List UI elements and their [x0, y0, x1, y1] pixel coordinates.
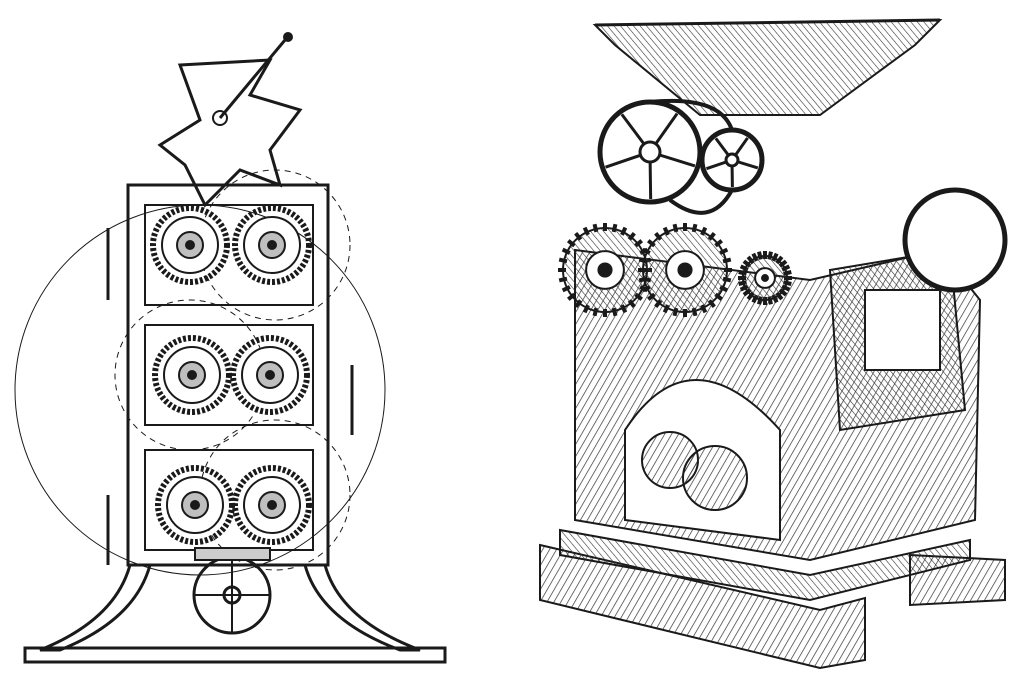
- roll-6: [232, 465, 312, 545]
- roll-2: [232, 205, 312, 285]
- wooden-skid-front: [539, 543, 866, 670]
- gear-train: [558, 223, 792, 317]
- lower-pulley-right: [682, 445, 748, 511]
- discharge-chute: [194, 547, 271, 561]
- base-platform: [559, 528, 971, 602]
- belt-pulley-2: [699, 127, 765, 193]
- roll-3: [152, 335, 232, 415]
- gear-3: [738, 251, 792, 305]
- belt-pulley-1: [597, 99, 703, 205]
- feed-hopper: [157, 58, 303, 208]
- middle-compartment: [144, 324, 314, 426]
- feed-roll-pivot: [212, 110, 228, 126]
- roller-mill-perspective-engraving: [520, 0, 1018, 675]
- section-svg: [14, 32, 447, 664]
- drive-belt: [649, 98, 734, 215]
- gear-2: [638, 223, 732, 317]
- inspection-window: [864, 289, 941, 371]
- base-left-leg: [39, 564, 152, 652]
- roll-5: [155, 465, 235, 545]
- belt-pulleys: [597, 98, 765, 215]
- perspective-svg: [539, 18, 1008, 670]
- roll-1: [150, 205, 230, 285]
- mill-frame: [126, 183, 330, 567]
- side-flywheel: [902, 187, 1008, 293]
- base-right-leg: [303, 564, 421, 652]
- gear-1: [558, 223, 652, 317]
- roller-mill-section-drawing: [0, 0, 460, 675]
- roll-4: [230, 335, 310, 415]
- upper-compartment: [144, 204, 314, 306]
- lever-knob: [283, 32, 293, 42]
- base-plate: [23, 646, 447, 664]
- feed-lever: [218, 39, 287, 119]
- roller-pairs: [150, 205, 312, 545]
